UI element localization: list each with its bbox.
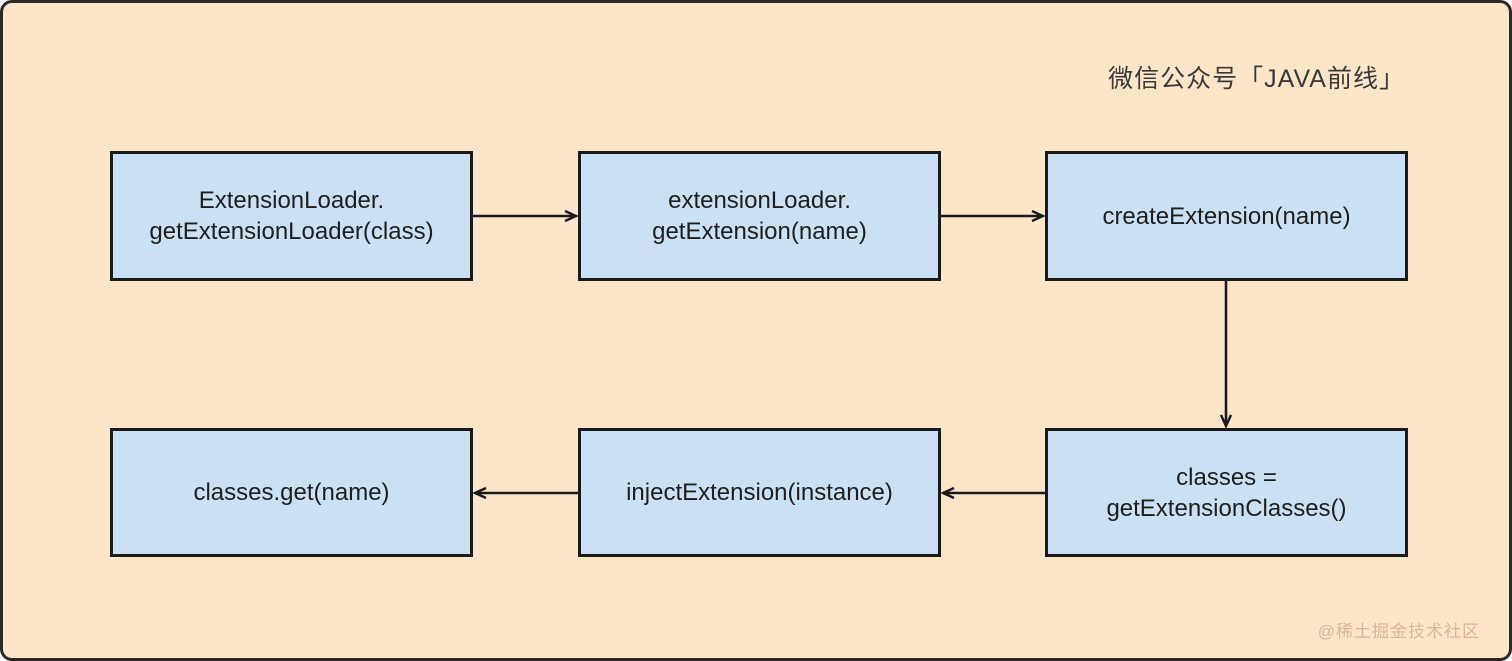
node-label-line: injectExtension(instance) <box>626 479 893 506</box>
node-get-extension-classes: classes = getExtensionClasses() <box>1045 428 1408 557</box>
node-extension-loader-get-extension: extensionLoader. getExtension(name) <box>578 151 941 281</box>
node-inject-extension: injectExtension(instance) <box>578 428 941 557</box>
node-label-line: getExtensionClasses() <box>1106 494 1347 522</box>
diagram-title: 微信公众号「JAVA前线」 <box>1108 65 1405 93</box>
node-label-line: classes = <box>1176 463 1277 491</box>
node-label-line: getExtensionLoader(class) <box>149 218 434 245</box>
flowchart-edges <box>3 3 1512 661</box>
node-label-line: extensionLoader. <box>668 187 851 214</box>
node-label-line: ExtensionLoader. <box>198 187 385 214</box>
node-extension-loader-get-extension-loader: ExtensionLoader. getExtensionLoader(clas… <box>110 151 473 281</box>
node-label-line: getExtension(name) <box>652 218 867 245</box>
node-create-extension: createExtension(name) <box>1045 151 1408 281</box>
watermark: @稀土掘金技术社区 <box>1317 622 1480 641</box>
node-label-line: classes.get(name) <box>193 479 390 506</box>
node-classes-get: classes.get(name) <box>110 428 473 557</box>
node-label-line: createExtension(name) <box>1102 202 1351 230</box>
